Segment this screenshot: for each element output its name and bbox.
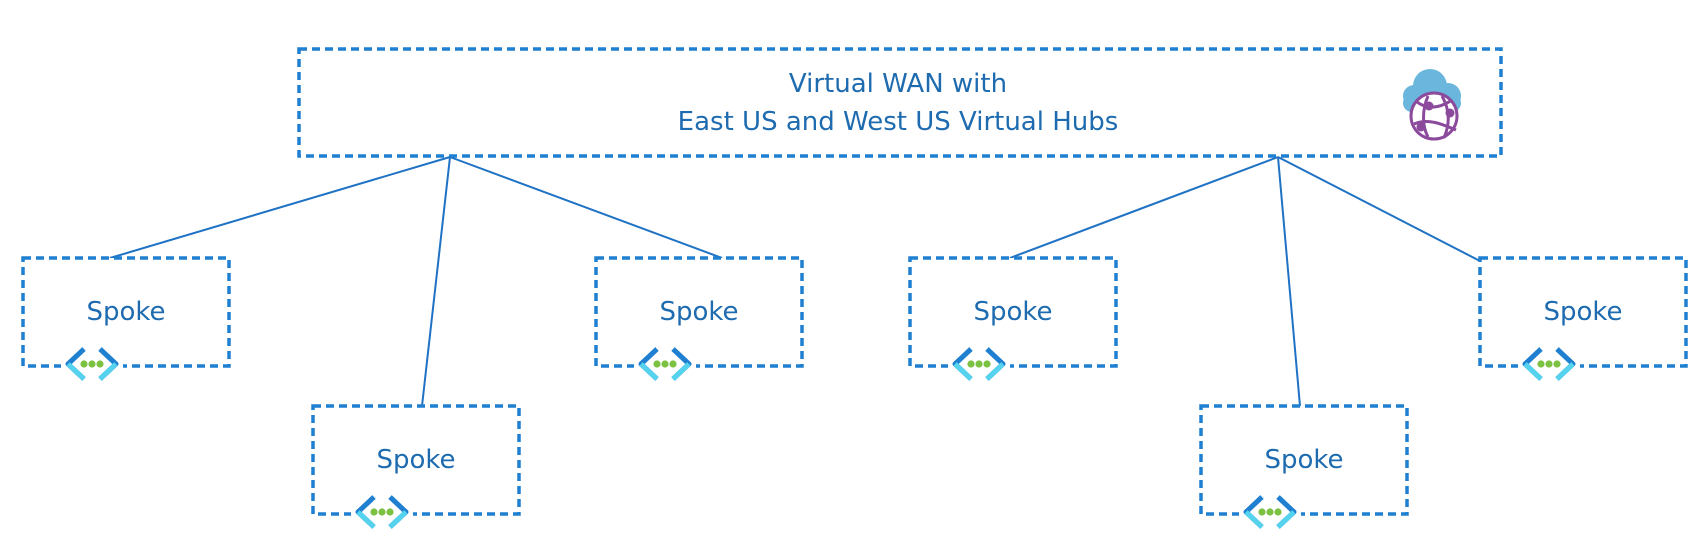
spoke-label: Spoke xyxy=(659,297,738,327)
spoke-4: Spoke xyxy=(908,256,1118,381)
connector-spoke-3 xyxy=(449,156,723,259)
virtual-network-icon xyxy=(1243,495,1297,529)
spoke-label: Spoke xyxy=(376,445,455,475)
spoke-label: Spoke xyxy=(973,297,1052,327)
virtual-network-icon xyxy=(355,495,409,529)
connector-spoke-2 xyxy=(421,156,451,407)
virtual-wan-icon xyxy=(1403,69,1461,141)
spoke-border xyxy=(311,404,521,516)
spoke-border xyxy=(21,256,231,368)
connectors xyxy=(109,156,1481,407)
virtual-network-icon xyxy=(65,347,119,381)
spoke-5: Spoke xyxy=(1199,404,1409,529)
connector-spoke-1 xyxy=(109,156,451,259)
spoke-border xyxy=(594,256,804,368)
spoke-2: Spoke xyxy=(311,404,521,529)
virtual-network-icon xyxy=(1522,347,1576,381)
connector-spoke-6 xyxy=(1277,156,1481,262)
virtual-wan-hub: Virtual WAN with East US and West US Vir… xyxy=(297,47,1503,158)
spoke-label: Spoke xyxy=(1543,297,1622,327)
spoke-label: Spoke xyxy=(86,297,165,327)
hub-border xyxy=(297,47,1503,158)
spoke-label: Spoke xyxy=(1264,445,1343,475)
connector-spoke-5 xyxy=(1277,156,1301,407)
spoke-1: Spoke xyxy=(21,256,231,381)
hub-title-line1: Virtual WAN with xyxy=(789,69,1007,99)
virtual-network-icon xyxy=(952,347,1006,381)
virtual-network-icon xyxy=(638,347,692,381)
spoke-border xyxy=(1199,404,1409,516)
hub-title-line2: East US and West US Virtual Hubs xyxy=(678,107,1119,137)
spoke-border xyxy=(1478,256,1688,368)
spoke-3: Spoke xyxy=(594,256,804,381)
spoke-6: Spoke xyxy=(1478,256,1688,381)
connector-spoke-4 xyxy=(1009,156,1279,259)
spoke-border xyxy=(908,256,1118,368)
